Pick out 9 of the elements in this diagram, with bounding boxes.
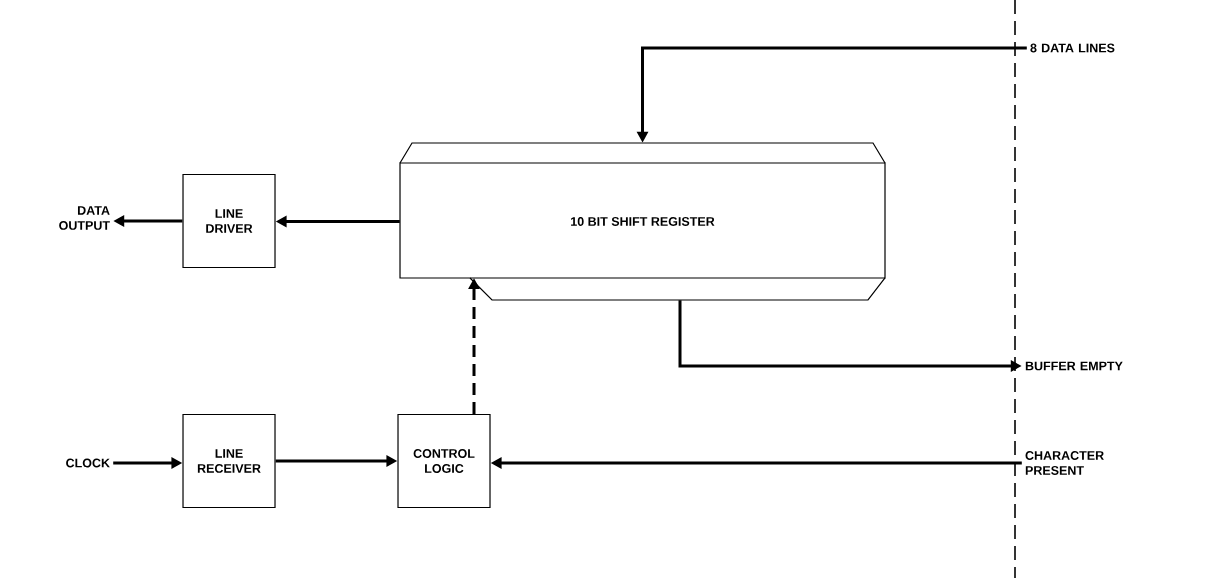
terminal-label: CLOCK — [66, 458, 110, 468]
block-box: CONTROL LOGIC — [397, 413, 491, 509]
terminal-label: 8 DATA LINES — [1030, 43, 1115, 53]
block-box: LINE RECEIVER — [182, 413, 276, 509]
shift-register-box: 10 BIT SHIFT REGISTER — [399, 142, 886, 301]
terminal-label: DATA OUTPUT — [59, 206, 110, 230]
terminal-label: BUFFER EMPTY — [1025, 361, 1123, 371]
block-box: LINE DRIVER — [182, 173, 276, 269]
terminal-label: CHARACTER PRESENT — [1025, 451, 1104, 475]
